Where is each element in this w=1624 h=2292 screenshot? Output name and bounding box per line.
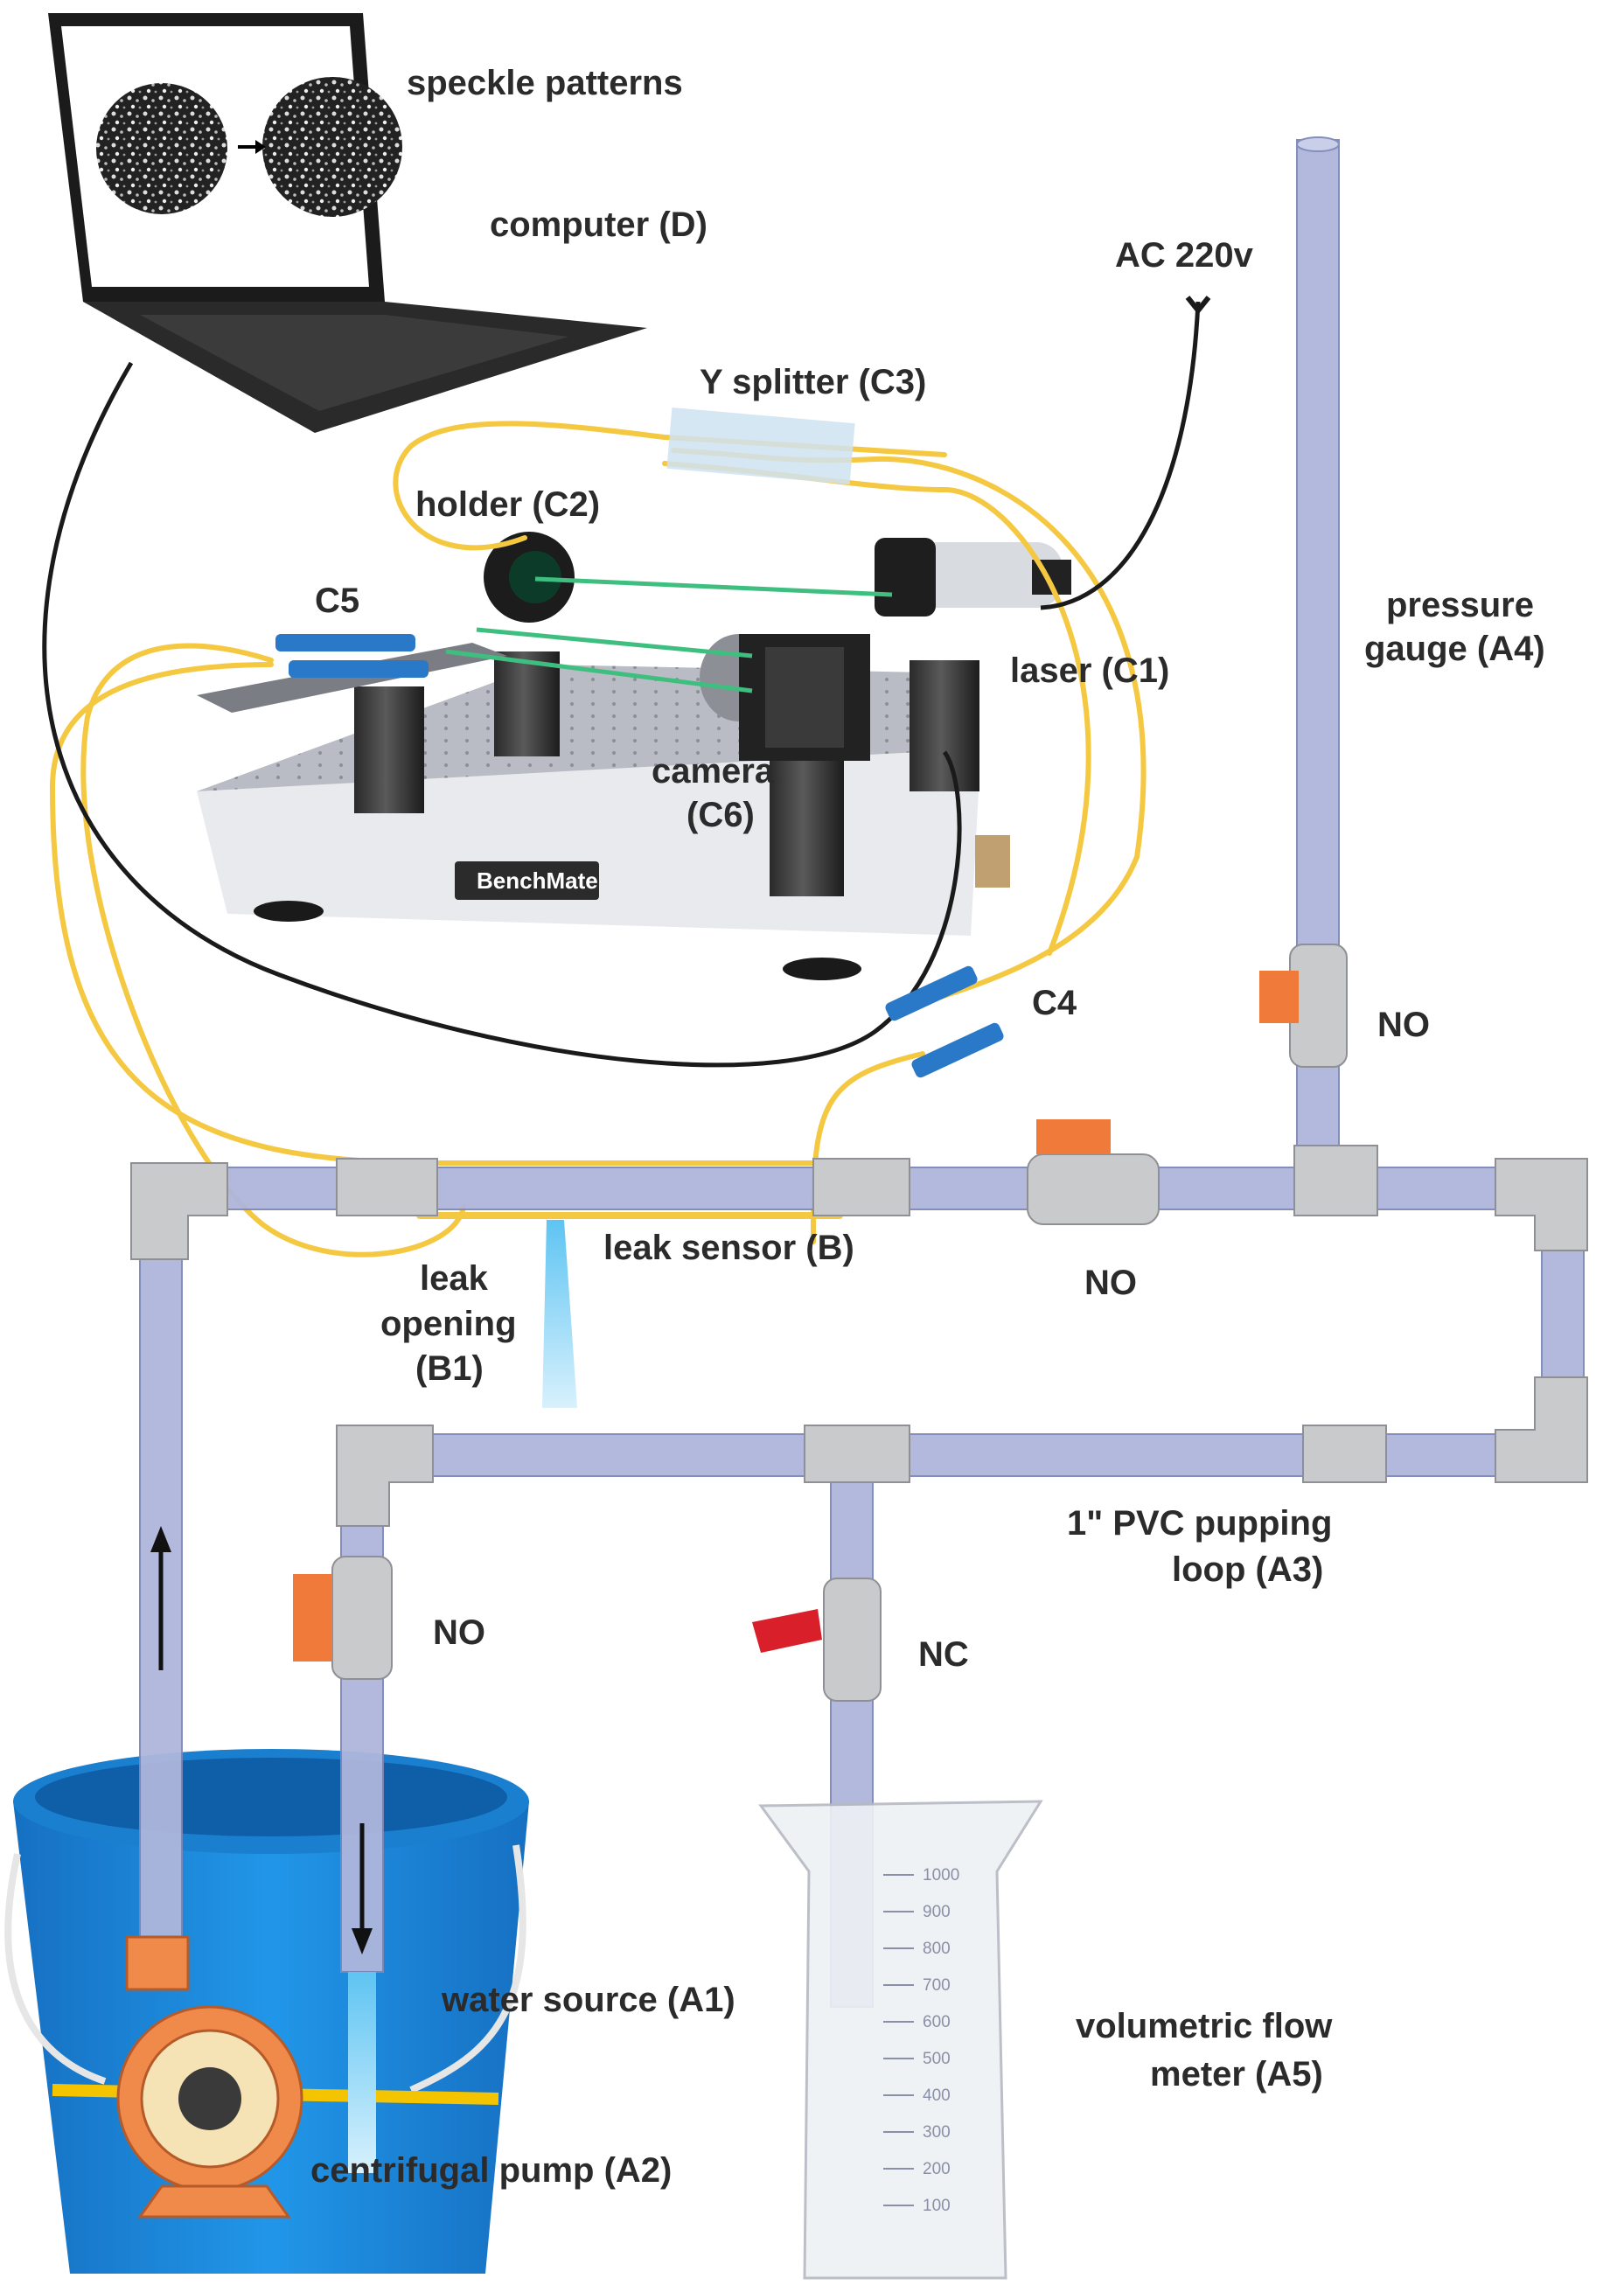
speckle-pattern-2 [262, 77, 402, 217]
label-valve-nc: NC [918, 1635, 969, 1674]
table-foot-left [254, 901, 324, 922]
power-plug [1185, 296, 1211, 315]
valves [293, 944, 1348, 1702]
valve-pressure-gauge[interactable] [1259, 944, 1348, 1068]
valve-drain-nc[interactable] [752, 1578, 882, 1702]
connector-c5-a [275, 634, 415, 651]
elbow-middle-left [336, 1425, 434, 1527]
table-connectors [975, 835, 1010, 888]
laptop-computer [48, 13, 647, 433]
label-valve-top: NO [1377, 1006, 1430, 1044]
beaker-tick-label: 100 [923, 2197, 951, 2215]
label-leak-opening-2: opening [380, 1305, 517, 1343]
beaker-tick-label: 900 [923, 1903, 951, 1921]
label-y-splitter: Y splitter (C3) [700, 363, 926, 401]
fiber-c5-to-sensor-lower [80, 643, 466, 1257]
label-leak-opening-3: (B1) [415, 1349, 484, 1388]
beaker-tick-label: 1000 [923, 1866, 959, 1884]
speckle-pattern-1 [96, 83, 227, 214]
label-holder: holder (C2) [415, 485, 600, 524]
label-laser: laser (C1) [1010, 651, 1169, 690]
flow-arrows [150, 1526, 373, 1954]
elbow-bottom-right [1495, 1376, 1588, 1483]
label-leak-opening-1: leak [420, 1259, 489, 1298]
beaker-tick-label: 600 [923, 2013, 951, 2031]
speckle-arrow-head [255, 140, 266, 154]
label-pvc-loop-2: loop (A3) [1172, 1550, 1323, 1589]
optical-posts [354, 651, 979, 896]
label-pvc-loop-1: 1" PVC pupping [1067, 1504, 1332, 1543]
connector-c4-a [885, 965, 978, 1021]
beaker-tick-label: 500 [923, 2050, 951, 2068]
laptop-keyboard [140, 315, 568, 411]
holder-c2 [484, 532, 575, 623]
bucket-handle-right [409, 1844, 526, 2093]
label-computer: computer (D) [490, 206, 707, 244]
tee-top [1293, 1145, 1378, 1216]
volumetric-beaker: 1000 900 800 700 600 500 400 300 200 100 [758, 1800, 1043, 2280]
valve-main-line[interactable] [1027, 1119, 1160, 1225]
laser-power-cable [1040, 301, 1201, 610]
brand-label: BenchMate [477, 867, 598, 894]
fiber-c5-to-sensor-upper [49, 662, 838, 1209]
label-c4: C4 [1032, 984, 1077, 1022]
beaker-tick-label: 800 [923, 1940, 951, 1958]
beaker-tick-label: 700 [923, 1976, 951, 1995]
coupling-middle [1302, 1425, 1387, 1483]
label-valve-mid: NO [1084, 1264, 1137, 1302]
label-pump: centrifugal pump (A2) [310, 2151, 672, 2190]
label-leak-sensor: leak sensor (B) [603, 1229, 854, 1267]
elbow-top-right [1495, 1158, 1588, 1251]
label-pressure-line2: gauge (A4) [1364, 630, 1545, 668]
camera-to-computer-cable [42, 361, 962, 1068]
valve-return-line[interactable] [293, 1556, 393, 1680]
fiber-connectors [275, 634, 1004, 1078]
elbow-top-left [130, 1162, 228, 1260]
label-flow-meter-2: meter (A5) [1150, 2055, 1323, 2093]
pipe-gauge-top [1296, 136, 1340, 152]
beaker-tick-label: 400 [923, 2086, 951, 2105]
beaker-scale: 1000 900 800 700 600 500 400 300 200 100 [883, 1866, 959, 2215]
beaker-tick-label: 300 [923, 2123, 951, 2142]
post-c5 [354, 686, 424, 813]
label-valve-left: NO [433, 1613, 485, 1652]
return-water-stream [348, 1972, 376, 2173]
pipe-fittings [130, 1145, 1588, 1527]
fiber-holder-to-splitter [393, 421, 947, 551]
bucket-inner [35, 1758, 507, 1836]
post-camera [770, 743, 844, 896]
label-flow-meter-1: volumetric flow [1076, 2007, 1333, 2045]
label-speckle-patterns: speckle patterns [407, 64, 683, 102]
connector-c4-b [911, 1022, 1004, 1078]
laser-c1 [875, 538, 1071, 617]
post-holder [494, 651, 560, 756]
leak-water-spray [542, 1220, 577, 1408]
beaker-tick-label: 200 [923, 2160, 951, 2178]
post-laser [910, 660, 979, 791]
camera-c6 [700, 634, 870, 761]
label-camera-line2: (C6) [687, 796, 755, 834]
label-ac-power: AC 220v [1115, 236, 1254, 275]
table-foot-right [783, 958, 861, 980]
connector-c5-b [289, 660, 429, 678]
coupling-right [812, 1158, 910, 1216]
y-splitter-box [666, 407, 855, 485]
centrifugal-pump [116, 1935, 303, 2219]
label-c5: C5 [315, 582, 359, 620]
tee-middle [804, 1425, 910, 1483]
bucket-handle-left [4, 1853, 107, 2085]
electrical-cables [42, 296, 1211, 1068]
laser-beams [445, 576, 893, 693]
coupling-left [336, 1158, 438, 1216]
optical-breadboard: BenchMate [197, 665, 1010, 980]
label-water-source: water source (A1) [441, 1981, 735, 2019]
brand-plate [455, 861, 599, 900]
label-pressure-line1: pressure [1386, 586, 1534, 624]
label-camera-line1: camera [652, 752, 775, 791]
